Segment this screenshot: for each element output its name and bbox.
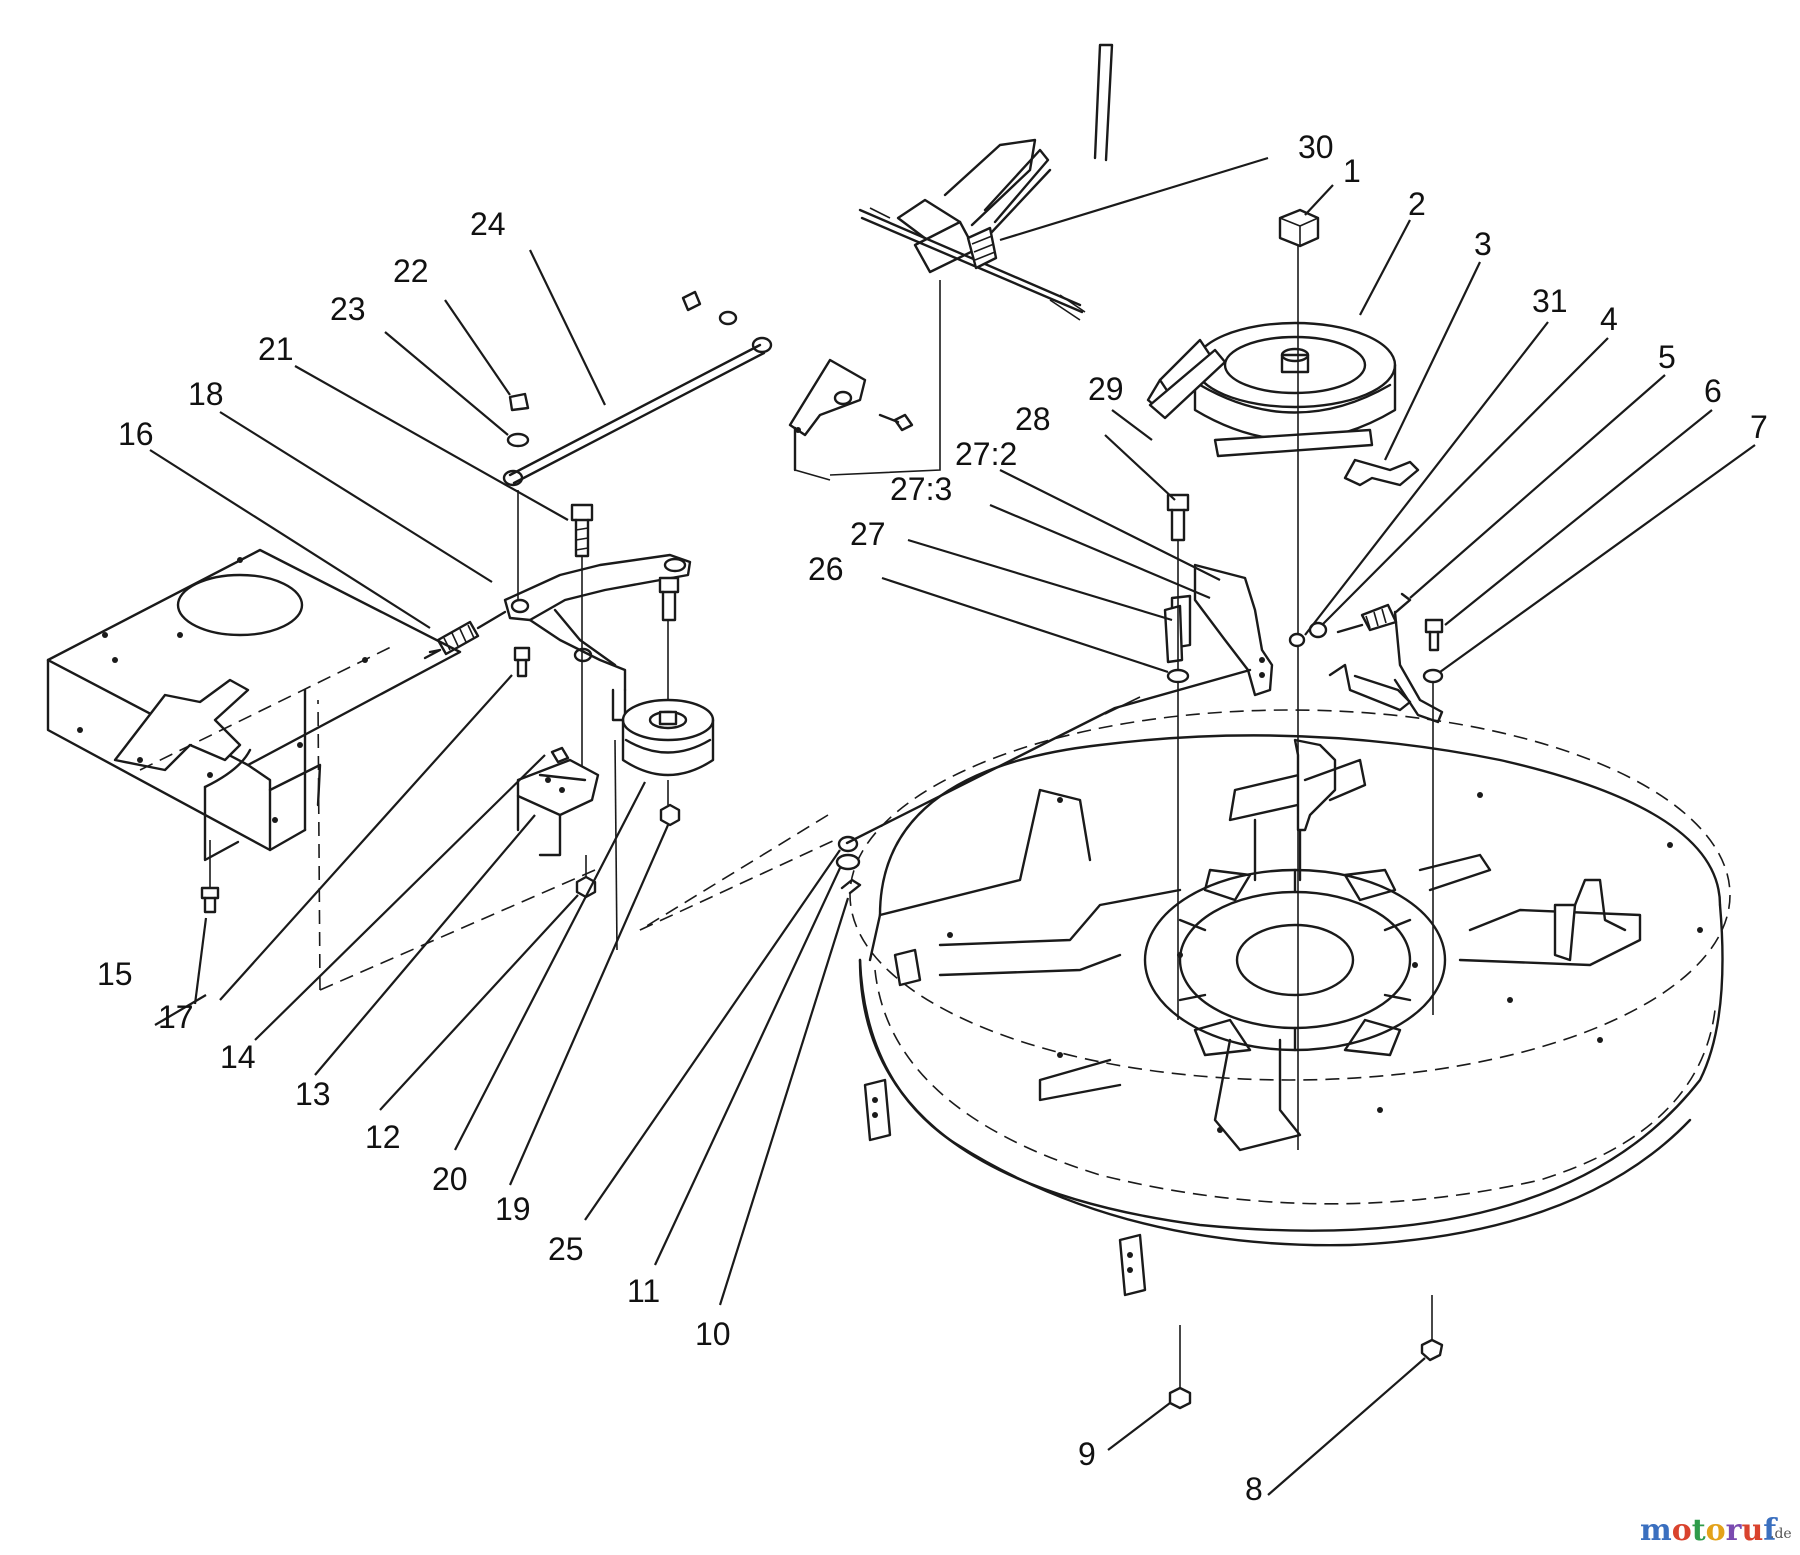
callout-7: 7 (1750, 409, 1768, 445)
callout-6: 6 (1704, 373, 1722, 409)
nut-25 (659, 803, 681, 827)
callout-25: 25 (548, 1231, 584, 1267)
bolt-7 (1422, 618, 1444, 684)
callout-2: 2 (1408, 186, 1426, 222)
callout-22: 22 (393, 253, 429, 289)
wm-letter: o (1706, 1513, 1726, 1548)
control-lever-30 (829, 43, 1114, 476)
idler-pulley-19 (621, 698, 715, 777)
spring-16 (423, 610, 507, 660)
callout-11: 11 (627, 1273, 660, 1309)
callout-14: 14 (220, 1039, 256, 1075)
washer-11 (835, 853, 861, 871)
callout-24: 24 (470, 206, 506, 242)
svg-text:motoruf: motoruf (1640, 1513, 1778, 1548)
mower-deck (849, 709, 1731, 1297)
link-rod-24 (502, 290, 773, 487)
nut-8 (1420, 1295, 1444, 1362)
washer-23-nut-22 (506, 392, 530, 448)
callout-27-2: 27:2 (955, 436, 1017, 472)
hardware-31-4-5 (1288, 592, 1412, 648)
wm-letter: o (1672, 1513, 1692, 1548)
callout-10: 10 (695, 1316, 731, 1352)
bolt-15 (200, 886, 220, 914)
bolt-17 (513, 646, 531, 678)
bracket-13 (516, 746, 600, 857)
callout-18: 18 (188, 376, 224, 412)
callout-1: 1 (1343, 153, 1361, 189)
callout-27-3: 27:3 (890, 471, 952, 507)
callout-15: 15 (97, 956, 133, 992)
callout-9: 9 (1078, 1436, 1096, 1472)
belt-cover (46, 548, 462, 862)
callout-21: 21 (258, 331, 294, 367)
callout-30: 30 (1298, 129, 1334, 165)
wm-suffix: .de (1770, 1526, 1792, 1542)
callout-28: 28 (1015, 401, 1051, 437)
clip-3 (1343, 458, 1420, 487)
rod-6 (1328, 610, 1444, 724)
callout-23: 23 (330, 291, 366, 327)
washer-26 (1166, 668, 1190, 684)
bolt-20 (658, 576, 680, 622)
callout-5: 5 (1658, 339, 1676, 375)
callout-4: 4 (1600, 301, 1618, 337)
control-rod (845, 668, 1252, 845)
callout-26: 26 (808, 551, 844, 587)
callouts: 1 2 3 4 5 6 7 8 9 10 11 12 13 14 15 16 1… (97, 129, 1768, 1507)
nut-1 (1278, 208, 1320, 248)
watermark-logo: motoruf .de (1640, 1513, 1792, 1548)
wm-letter: f (1763, 1513, 1778, 1548)
idler-arm-18 (503, 553, 692, 951)
callout-29: 29 (1088, 371, 1124, 407)
deck-pulley (1146, 321, 1397, 458)
nut-9 (1168, 1325, 1192, 1410)
eyelet-25 (837, 835, 859, 853)
bolt-28 (1166, 493, 1190, 542)
callout-27: 27 (850, 516, 886, 552)
wm-letter: m (1640, 1513, 1672, 1548)
callout-3: 3 (1474, 226, 1492, 262)
wm-letter: t (1692, 1513, 1706, 1548)
callout-31: 31 (1532, 283, 1568, 319)
callout-19: 19 (495, 1191, 531, 1227)
callout-8: 8 (1245, 1471, 1263, 1507)
wm-letter: u (1741, 1513, 1763, 1548)
bolt-21 (570, 503, 594, 558)
callout-16: 16 (118, 416, 154, 452)
callout-12: 12 (365, 1119, 401, 1155)
callout-20: 20 (432, 1161, 468, 1197)
callout-17: 17 (158, 999, 194, 1035)
pivot-bracket (788, 358, 914, 481)
callout-13: 13 (295, 1076, 331, 1112)
leader-lines (149, 156, 1756, 1496)
cotter-10 (840, 878, 862, 895)
wm-letter: r (1726, 1513, 1743, 1548)
